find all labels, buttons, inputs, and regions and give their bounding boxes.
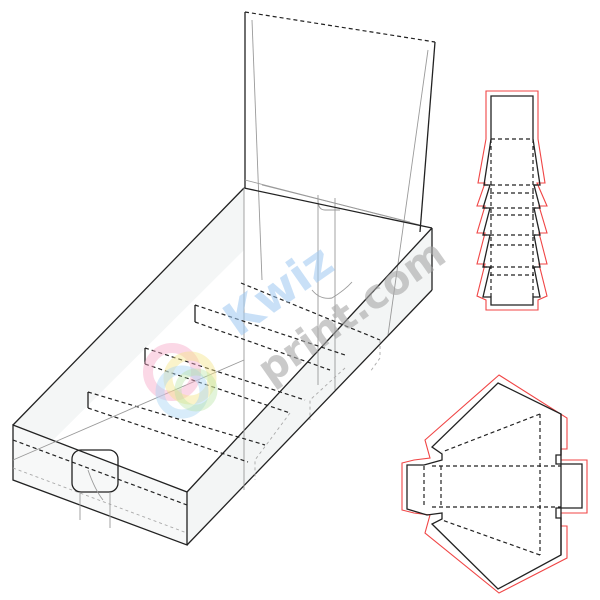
header-tab-curve bbox=[311, 281, 353, 299]
box-right-panel-shade bbox=[187, 228, 432, 545]
front-fold-line bbox=[12, 439, 188, 506]
step-edge bbox=[144, 347, 306, 401]
display-box-3d bbox=[12, 11, 436, 546]
bleed-outline bbox=[476, 90, 548, 311]
header-inner-line bbox=[387, 49, 429, 336]
step-inner-line bbox=[369, 340, 381, 373]
header-right-edge bbox=[419, 41, 436, 233]
step-tiers bbox=[12, 282, 381, 480]
box-front-panel bbox=[12, 424, 188, 546]
box-left-panel-shade bbox=[13, 188, 244, 480]
header-fold-line bbox=[261, 184, 411, 223]
watermark-logo-circle bbox=[143, 343, 218, 419]
fold-line bbox=[441, 413, 541, 453]
handle-inner-line bbox=[79, 469, 111, 528]
box-right-bottom-edge bbox=[186, 289, 433, 546]
front-panel-shade bbox=[13, 425, 187, 545]
dieline-tray bbox=[401, 374, 588, 594]
fold-lines bbox=[483, 138, 540, 297]
step-edge bbox=[87, 407, 249, 463]
step-edge bbox=[194, 321, 331, 371]
header-top-edge bbox=[244, 11, 436, 43]
header-inner-line bbox=[251, 19, 263, 281]
step-inner-line bbox=[254, 412, 291, 480]
fold-line bbox=[441, 519, 541, 556]
box-back-top-edge bbox=[243, 187, 433, 229]
box-right-slant-edge bbox=[186, 227, 433, 493]
step-inner-line bbox=[12, 359, 245, 461]
front-handle-cutout bbox=[71, 449, 119, 493]
box-back-left-edge bbox=[12, 187, 245, 426]
cut-outline bbox=[406, 382, 583, 590]
header-slot bbox=[317, 195, 340, 390]
step-edge bbox=[144, 363, 291, 414]
fold-lines bbox=[423, 413, 562, 556]
step-edge bbox=[87, 391, 266, 446]
bleed-outline bbox=[401, 374, 588, 594]
step-edge bbox=[194, 304, 346, 356]
front-inner-line bbox=[12, 467, 188, 534]
dieline-stepped-insert bbox=[476, 90, 548, 311]
step-inner-line bbox=[309, 367, 346, 420]
